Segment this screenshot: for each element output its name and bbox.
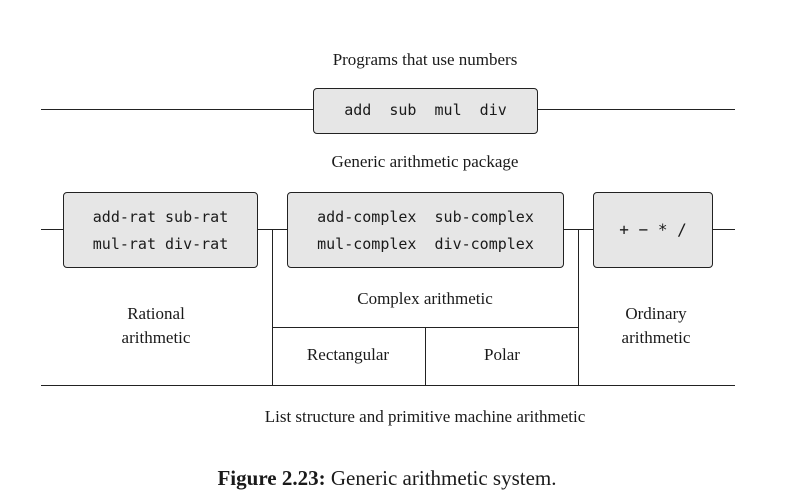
programs-boundary-right: [537, 109, 735, 110]
rational-ops-box: add-rat sub-rat mul-rat div-rat: [63, 192, 258, 268]
complex-ops-line-1: add-complex sub-complex: [317, 208, 534, 226]
polar-label: Polar: [484, 345, 520, 364]
programs-label: Programs that use numbers: [332, 50, 518, 69]
rational-label-line-1: Rational: [127, 304, 185, 323]
ordinary-label-line-2: arithmetic: [621, 328, 691, 347]
rational-ops-line-1: add-rat sub-rat: [92, 208, 229, 226]
complex-arithmetic-label: Complex arithmetic: [357, 289, 493, 308]
ordinary-ops-box: + − * /: [593, 192, 713, 268]
programs-boundary-left: [41, 109, 314, 110]
generic-ops-box: add sub mul div: [313, 88, 538, 134]
generic-ops-text: add sub mul div: [344, 101, 507, 119]
caption-label: Figure 2.23:: [217, 466, 326, 490]
figure-caption: Figure 2.23: Generic arithmetic system.: [217, 466, 556, 491]
divider-rectangular-polar: [425, 327, 426, 386]
rational-label-line-2: arithmetic: [121, 328, 191, 347]
generic-boundary-seg-1: [41, 229, 64, 230]
ordinary-label-line-1: Ordinary: [625, 304, 687, 323]
rectangular-label: Rectangular: [306, 345, 390, 364]
list-structure-label: List structure and primitive machine ari…: [264, 407, 586, 426]
generic-boundary-seg-4: [712, 229, 735, 230]
complex-boundary: [272, 327, 579, 328]
complex-ops-box: add-complex sub-complex mul-complex div-…: [287, 192, 564, 268]
generic-package-label: Generic arithmetic package: [331, 152, 519, 171]
ordinary-ops-text: + − * /: [619, 220, 687, 239]
divider-rational-complex: [272, 229, 273, 386]
complex-ops-line-2: mul-complex div-complex: [317, 235, 534, 253]
divider-complex-ordinary: [578, 229, 579, 386]
caption-text: Generic arithmetic system.: [330, 466, 557, 490]
primitive-boundary: [41, 385, 735, 386]
rational-ops-line-2: mul-rat div-rat: [92, 235, 229, 253]
